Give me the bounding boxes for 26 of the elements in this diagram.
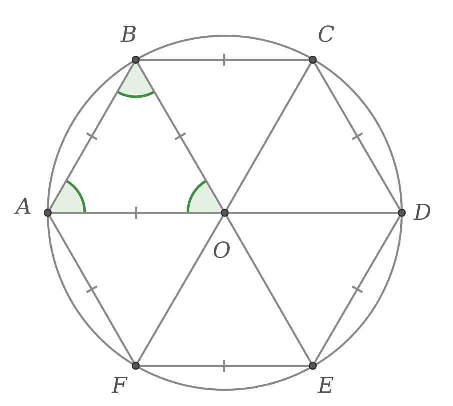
- point-label: E: [318, 376, 334, 398]
- point: [221, 209, 229, 217]
- line-segment: [49, 62, 135, 210]
- line-segment: [140, 365, 309, 367]
- line-segment: [226, 62, 312, 210]
- line-segment: [229, 212, 398, 214]
- line-segment: [314, 216, 401, 364]
- line-segment: [49, 216, 135, 364]
- point: [309, 362, 317, 370]
- line-segment: [140, 59, 309, 61]
- line-segment: [137, 216, 224, 364]
- point-label: C: [318, 25, 335, 47]
- point: [132, 362, 140, 370]
- line-segment: [52, 212, 221, 214]
- point: [44, 209, 52, 217]
- point: [398, 209, 406, 217]
- line-segment: [137, 62, 224, 210]
- line-segment: [314, 62, 401, 210]
- point: [309, 56, 317, 64]
- point-label: D: [414, 203, 432, 225]
- point-label: F: [112, 376, 128, 398]
- point-label: B: [121, 25, 138, 47]
- line-segment: [226, 216, 312, 364]
- point-label: O: [213, 241, 232, 263]
- point-label: A: [16, 197, 32, 219]
- point: [132, 56, 140, 64]
